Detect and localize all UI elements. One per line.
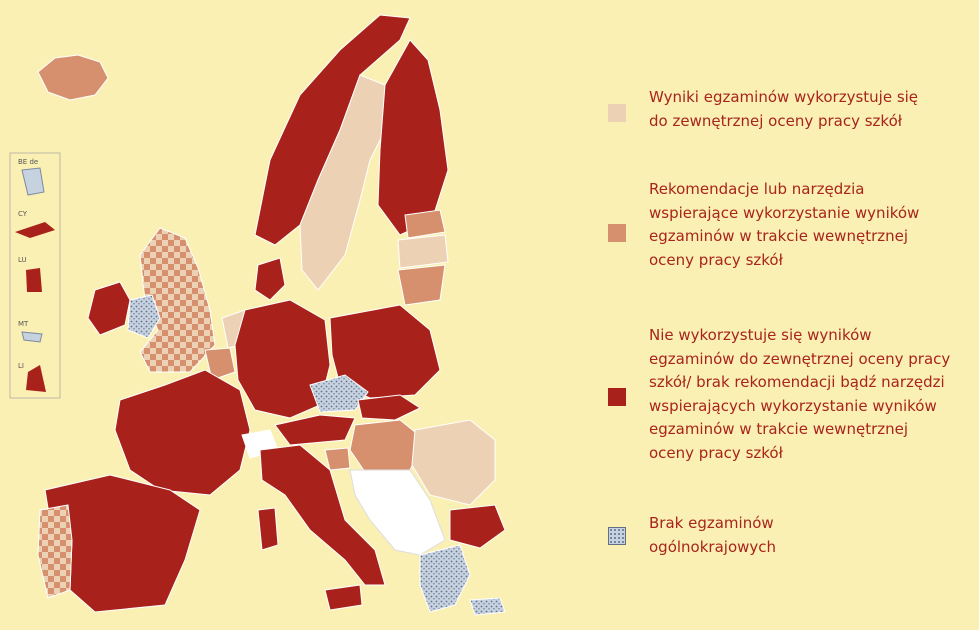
region-sardinia	[257, 507, 279, 551]
legend-swatch-dark	[608, 388, 626, 406]
region-denmark	[254, 257, 286, 301]
region-sweden	[299, 74, 391, 291]
region-portugal	[37, 504, 73, 599]
inset-label-lu: LU	[18, 256, 27, 264]
region-uk-no-exam	[127, 294, 161, 339]
legend: Wyniki egzaminów wykorzystuje się do zew…	[600, 0, 975, 630]
inset-label-li: LI	[18, 362, 24, 370]
legend-text-dark-line-5: egzaminów w trakcie wewnętrznej	[649, 420, 909, 438]
region-aegean-islands	[469, 597, 506, 616]
region-italy	[259, 444, 386, 586]
inset-label-cy: CY	[18, 210, 28, 218]
region-slovenia	[324, 447, 351, 471]
region-estonia	[404, 209, 446, 239]
region-poland	[329, 304, 441, 399]
region-austria	[274, 414, 356, 446]
region-ireland	[87, 281, 131, 336]
legend-text-dark-line-4: wspierających wykorzystanie wyników	[649, 396, 937, 415]
region-latvia	[397, 234, 449, 269]
legend-text-medium-line-4: oceny pracy szkół	[649, 250, 783, 269]
region-bulgaria	[449, 504, 506, 549]
inset-label-mt: MT	[18, 320, 29, 328]
legend-text-none-line-1: Brak egzaminów	[649, 514, 774, 532]
region-iceland	[37, 54, 109, 101]
legend-text-medium-line-2: wspierające wykorzystanie wyników	[649, 203, 920, 222]
legend-swatch-none	[608, 527, 626, 545]
region-belgium	[204, 347, 236, 381]
legend-text-dark-line-3: szkół/ brak rekomendacji bądź narzędzi	[649, 373, 945, 391]
inset-cyprus	[15, 222, 55, 238]
region-germany	[234, 299, 331, 419]
region-romania	[411, 419, 496, 506]
legend-swatch-medium	[608, 224, 626, 242]
inset-belgium-de	[21, 167, 45, 196]
inset-malta	[21, 331, 43, 343]
europe-map	[9, 14, 506, 616]
inset-liechtenstein	[26, 365, 46, 392]
legend-text-medium: Rekomendacje lub narzędzia wspierające w…	[649, 178, 979, 272]
legend-text-medium-line-3: egzaminów w trakcie wewnętrznej	[649, 227, 909, 245]
legend-text-dark: Nie wykorzystuje się wyników egzaminów d…	[649, 324, 979, 465]
region-sicily	[324, 584, 363, 611]
region-greece	[419, 544, 471, 613]
legend-text-dark-line-2: egzaminów do zewnętrznej oceny pracy	[649, 349, 951, 368]
legend-text-dark-line-1: Nie wykorzystuje się wyników	[649, 326, 872, 344]
legend-text-light: Wyniki egzaminów wykorzystuje się do zew…	[649, 86, 979, 133]
legend-swatch-light	[608, 104, 626, 122]
inset-label-be-de: BE de	[18, 158, 39, 166]
region-france	[114, 369, 251, 496]
legend-text-light-line-1: Wyniki egzaminów wykorzystuje się	[649, 88, 919, 106]
region-lithuania	[397, 264, 446, 306]
legend-text-medium-line-1: Rekomendacje lub narzędzia	[649, 180, 865, 198]
inset-luxembourg	[26, 268, 42, 292]
region-slovakia	[357, 394, 422, 421]
legend-text-dark-line-6: oceny pracy szkół	[649, 443, 783, 462]
legend-text-light-line-2: do zewnętrznej oceny pracy szkół	[649, 111, 903, 130]
region-finland	[377, 39, 449, 236]
legend-text-none-line-2: ogólnokrajowych	[649, 537, 777, 556]
legend-text-none: Brak egzaminów ogólnokrajowych	[649, 512, 979, 559]
